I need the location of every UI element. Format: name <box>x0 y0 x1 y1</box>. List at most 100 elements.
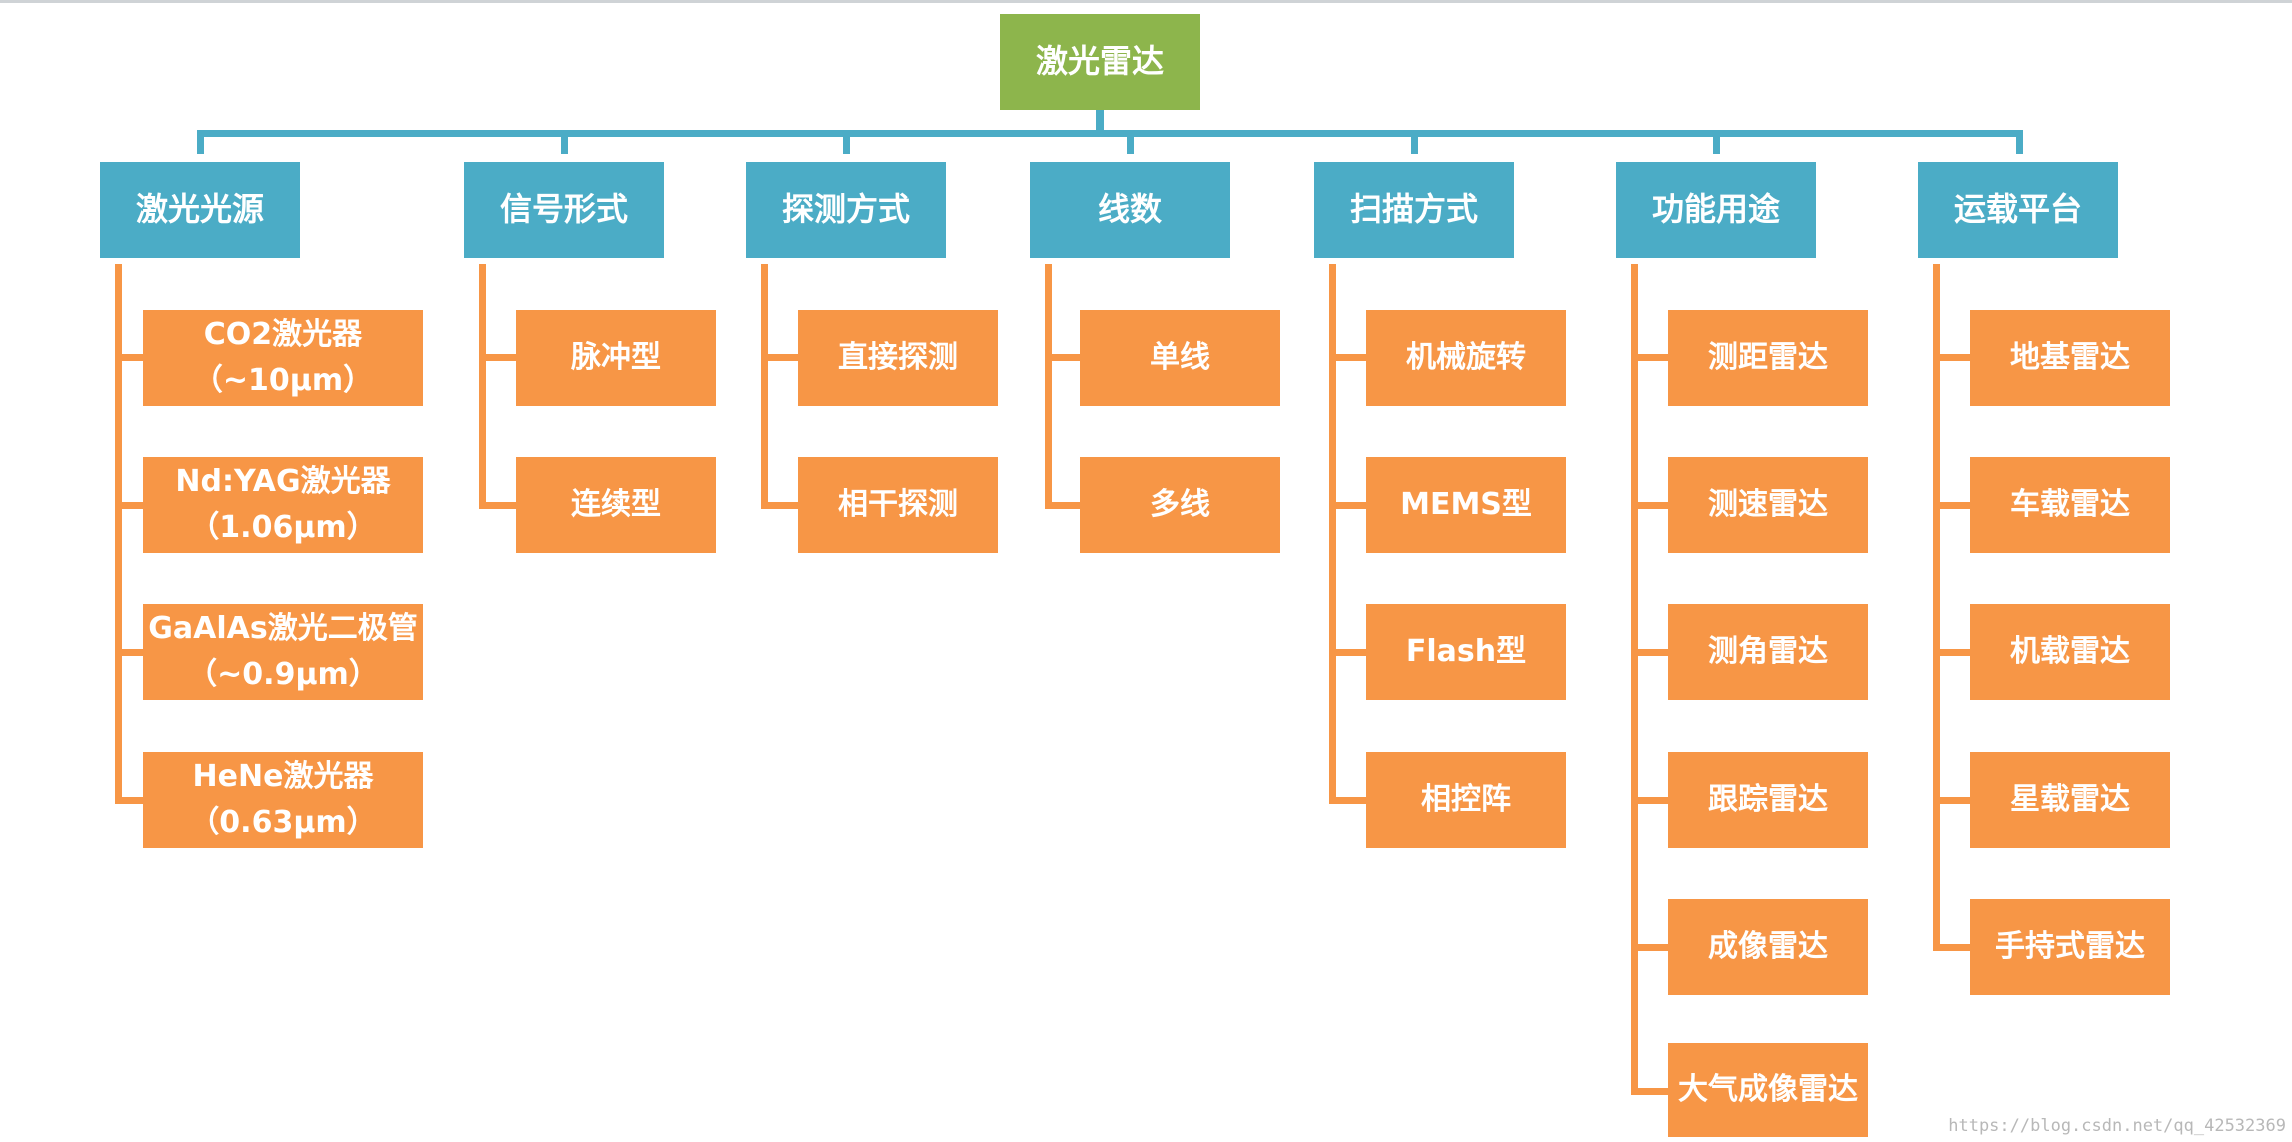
leaf-label: 连续型 <box>571 486 661 522</box>
branch-tick <box>1631 797 1668 804</box>
leaf-label: 手持式雷达 <box>1995 928 2145 964</box>
branch-tick <box>1045 354 1081 361</box>
category-bus <box>197 130 2023 137</box>
category-label: 扫描方式 <box>1349 190 1478 229</box>
branch-tick <box>1933 797 1971 804</box>
leaf-velocity-radar: 测速雷达 <box>1668 457 1868 553</box>
leaf-vehicle-radar: 车载雷达 <box>1970 457 2170 553</box>
branch-tick <box>1631 502 1668 509</box>
leaf-imaging-radar: 成像雷达 <box>1668 899 1868 995</box>
branch-tick <box>1933 354 1971 361</box>
leaf-label: 脉冲型 <box>571 339 661 375</box>
branch-tick <box>115 649 144 656</box>
branch-tick <box>115 797 144 804</box>
category-connector <box>2016 130 2023 154</box>
root-label: 激光雷达 <box>1035 42 1164 81</box>
leaf-mems: MEMS型 <box>1366 457 1566 553</box>
leaf-pulse: 脉冲型 <box>516 310 716 406</box>
branch-tick <box>761 354 798 361</box>
leaf-ground-radar: 地基雷达 <box>1970 310 2170 406</box>
category-connector <box>197 130 204 154</box>
category-line-count: 线数 <box>1030 162 1230 258</box>
category-label: 线数 <box>1097 190 1162 229</box>
branch-tick <box>479 502 516 509</box>
leaf-handheld-radar: 手持式雷达 <box>1970 899 2170 995</box>
branch-line <box>1933 264 1940 951</box>
branch-tick <box>1631 649 1668 656</box>
leaf-atmospheric-imaging-radar: 大气成像雷达 <box>1668 1043 1868 1137</box>
root-node: 激光雷达 <box>1000 14 1200 110</box>
leaf-label: Flash型 <box>1405 633 1527 669</box>
leaf-label: 直接探测 <box>838 339 958 375</box>
category-detection-method: 探测方式 <box>746 162 946 258</box>
leaf-label: MEMS型 <box>1400 486 1532 522</box>
branch-tick <box>1933 944 1971 951</box>
leaf-flash: Flash型 <box>1366 604 1566 700</box>
leaf-label: 测角雷达 <box>1708 633 1828 669</box>
top-border <box>0 0 2292 3</box>
branch-tick <box>1329 502 1366 509</box>
leaf-label: 相控阵 <box>1421 781 1511 817</box>
category-connector <box>843 130 850 154</box>
leaf-label: Nd:YAG激光器 （1.06μm） <box>175 463 391 546</box>
leaf-angle-radar: 测角雷达 <box>1668 604 1868 700</box>
leaf-airborne-radar: 机载雷达 <box>1970 604 2170 700</box>
leaf-label: 多线 <box>1150 486 1210 522</box>
category-connector <box>1713 130 1720 154</box>
category-label: 激光光源 <box>135 190 264 229</box>
leaf-label: 地基雷达 <box>2010 339 2130 375</box>
branch-line <box>1045 264 1052 509</box>
branch-tick <box>479 354 516 361</box>
watermark-url: https://blog.csdn.net/qq_42532369 <box>1948 1116 2286 1136</box>
branch-line <box>761 264 768 509</box>
leaf-label: 成像雷达 <box>1708 928 1828 964</box>
branch-tick <box>761 502 798 509</box>
branch-tick <box>115 502 144 509</box>
category-platform: 运载平台 <box>1918 162 2118 258</box>
category-label: 运载平台 <box>1953 190 2082 229</box>
leaf-label: CO2激光器 （~10μm） <box>192 316 374 399</box>
leaf-mechanical-rotation: 机械旋转 <box>1366 310 1566 406</box>
branch-tick <box>1933 502 1971 509</box>
branch-tick <box>115 354 144 361</box>
category-label: 信号形式 <box>499 190 628 229</box>
leaf-label: 测距雷达 <box>1708 339 1828 375</box>
root-connector <box>1096 110 1104 134</box>
leaf-ranging-radar: 测距雷达 <box>1668 310 1868 406</box>
leaf-ndyag-laser: Nd:YAG激光器 （1.06μm） <box>143 457 423 553</box>
branch-tick <box>1329 797 1366 804</box>
leaf-label: 机载雷达 <box>2010 633 2130 669</box>
leaf-coherent-detection: 相干探测 <box>798 457 998 553</box>
category-connector <box>561 130 568 154</box>
leaf-gaalas-diode: GaAlAs激光二极管 （~0.9μm） <box>143 604 423 700</box>
category-connector <box>1411 130 1418 154</box>
branch-tick <box>1329 649 1366 656</box>
branch-tick <box>1631 1088 1668 1095</box>
branch-line <box>479 264 486 509</box>
branch-line <box>115 264 122 804</box>
branch-line <box>1631 264 1638 1095</box>
leaf-phased-array: 相控阵 <box>1366 752 1566 848</box>
leaf-label: HeNe激光器 （0.63μm） <box>189 758 377 841</box>
leaf-multi-line: 多线 <box>1080 457 1280 553</box>
category-connector <box>1127 130 1134 154</box>
leaf-label: 大气成像雷达 <box>1678 1071 1858 1107</box>
leaf-spaceborne-radar: 星载雷达 <box>1970 752 2170 848</box>
leaf-label: 测速雷达 <box>1708 486 1828 522</box>
leaf-continuous: 连续型 <box>516 457 716 553</box>
branch-tick <box>1631 354 1668 361</box>
category-scan-method: 扫描方式 <box>1314 162 1514 258</box>
category-function: 功能用途 <box>1616 162 1816 258</box>
leaf-label: 机械旋转 <box>1406 339 1526 375</box>
branch-tick <box>1045 502 1081 509</box>
leaf-label: GaAlAs激光二极管 （~0.9μm） <box>148 610 418 693</box>
leaf-co2-laser: CO2激光器 （~10μm） <box>143 310 423 406</box>
category-signal-form: 信号形式 <box>464 162 664 258</box>
branch-tick <box>1329 354 1366 361</box>
category-label: 功能用途 <box>1651 190 1780 229</box>
branch-line <box>1329 264 1336 804</box>
leaf-tracking-radar: 跟踪雷达 <box>1668 752 1868 848</box>
leaf-label: 车载雷达 <box>2010 486 2130 522</box>
category-label: 探测方式 <box>781 190 910 229</box>
leaf-label: 相干探测 <box>838 486 958 522</box>
